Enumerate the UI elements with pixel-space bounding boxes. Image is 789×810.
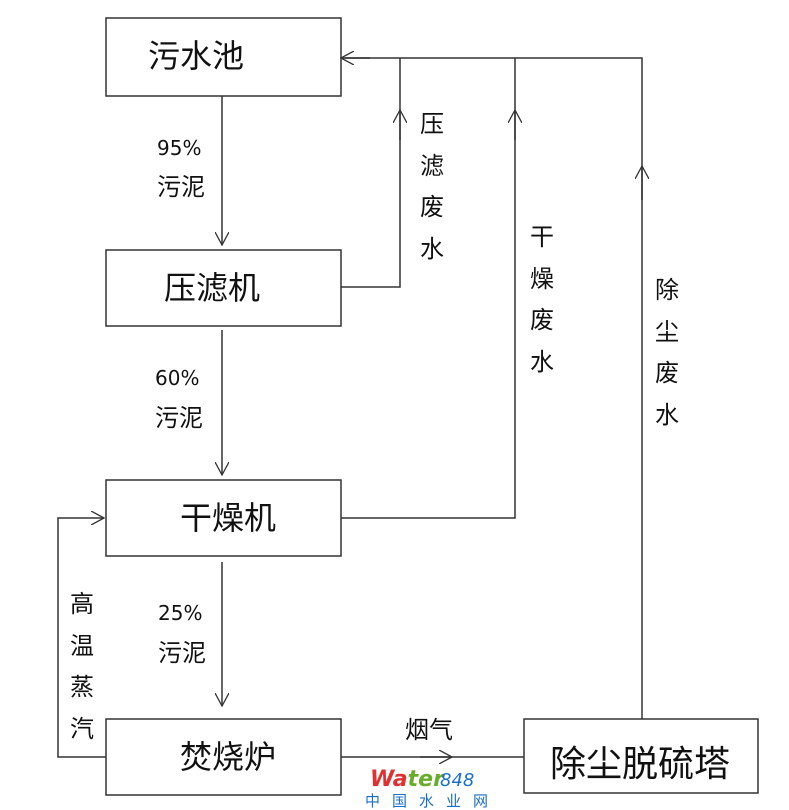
svg-text:848: 848 — [440, 770, 474, 791]
svg-text:高: 高 — [70, 590, 94, 618]
node-incinerator: 焚烧炉 — [105, 718, 342, 796]
svg-text:燥: 燥 — [530, 265, 554, 293]
line-dust-water — [345, 57, 643, 719]
svg-text:尘: 尘 — [655, 318, 679, 346]
node-scrubber: 除尘脱硫塔 — [523, 718, 759, 794]
svg-text:滤: 滤 — [420, 152, 444, 180]
node-label: 干燥机 — [180, 499, 276, 537]
edge-label: 污泥 — [158, 639, 206, 667]
edge-label: 95% — [157, 136, 201, 160]
edge-label: 60% — [155, 366, 199, 390]
svg-text:蒸: 蒸 — [70, 673, 94, 701]
label-dry-water: 干 燥 废 水 — [530, 223, 554, 376]
watermark-logo: Water 848 — [370, 767, 474, 792]
svg-text:废: 废 — [530, 306, 554, 334]
svg-text:Water: Water — [370, 767, 445, 792]
node-label: 除尘脱硫塔 — [550, 744, 730, 785]
svg-text:废: 废 — [420, 193, 444, 221]
svg-text:水: 水 — [530, 348, 554, 376]
watermark-cn: 中国水业网 — [365, 792, 500, 810]
svg-text:压: 压 — [420, 110, 444, 138]
node-label: 焚烧炉 — [180, 738, 276, 776]
svg-text:水: 水 — [420, 235, 444, 263]
svg-text:废: 废 — [655, 359, 679, 387]
node-filter-press: 压滤机 — [105, 249, 342, 327]
line-steam — [57, 518, 106, 758]
node-label: 污水池 — [148, 37, 244, 75]
svg-text:温: 温 — [70, 632, 94, 660]
svg-text:干: 干 — [530, 223, 554, 251]
svg-text:水: 水 — [655, 401, 679, 429]
label-dust-water: 除 尘 废 水 — [655, 276, 679, 429]
label-steam: 高 温 蒸 汽 — [70, 590, 94, 743]
node-sewage-pool: 污水池 — [105, 17, 342, 97]
svg-text:汽: 汽 — [70, 715, 94, 743]
node-label: 压滤机 — [164, 269, 260, 307]
edge-label: 污泥 — [155, 404, 203, 432]
label-press-water: 压 滤 废 水 — [420, 110, 444, 263]
svg-text:除: 除 — [655, 276, 679, 304]
edge-label: 25% — [158, 601, 202, 625]
label-flue-gas: 烟气 — [405, 716, 453, 744]
edge-label: 污泥 — [157, 173, 205, 201]
node-dryer: 干燥机 — [105, 479, 342, 557]
line-dry-water — [341, 58, 516, 519]
line-press-water — [341, 58, 401, 288]
